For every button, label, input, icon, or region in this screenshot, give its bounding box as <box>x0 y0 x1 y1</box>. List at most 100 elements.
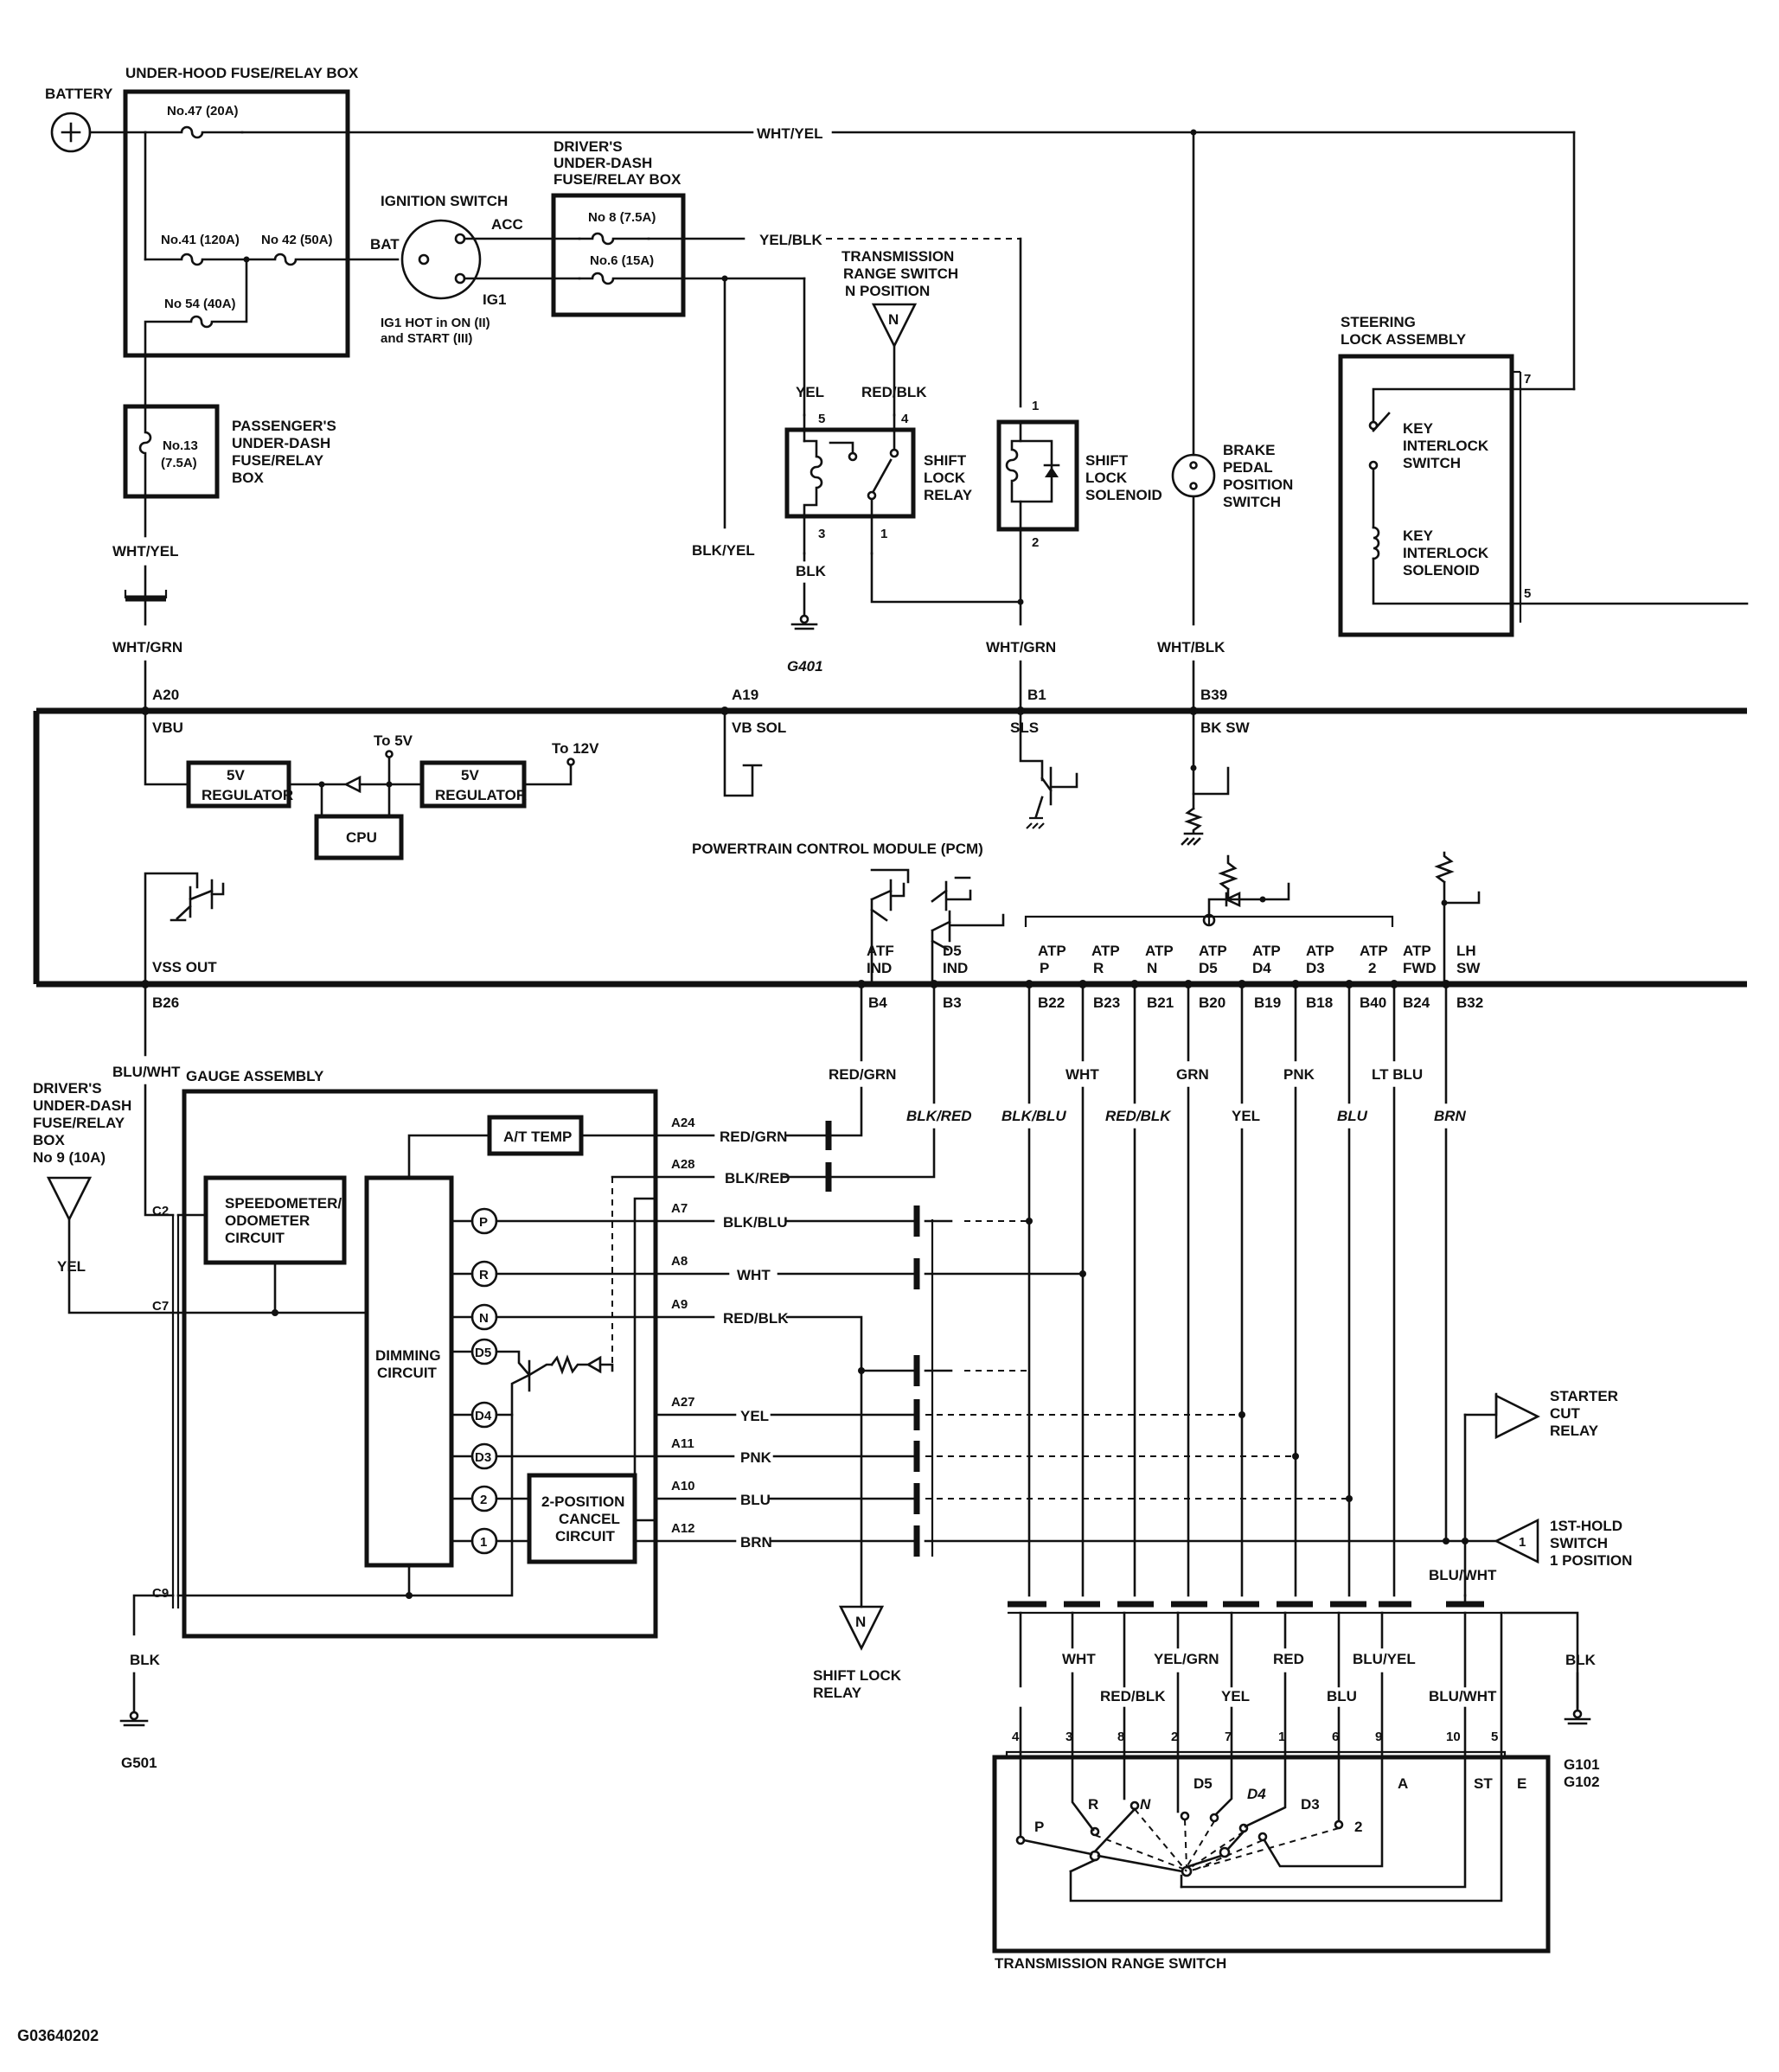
trs-contact-p: P <box>1034 1819 1044 1835</box>
shift-lock-solenoid-label-3: SOLENOID <box>1085 487 1162 503</box>
pin-b24: B24 <box>1403 994 1430 1011</box>
trs-contact-d4: D4 <box>1247 1786 1266 1802</box>
trs-n-position-connector: TRANSMISSION RANGE SWITCH N POSITION N <box>842 248 958 417</box>
indicator-d3: D3 <box>475 1450 491 1465</box>
pin-b1: B1 <box>1027 687 1046 703</box>
trs-pin-4: 4 <box>1012 1730 1020 1744</box>
trs-contact-st: ST <box>1474 1775 1493 1792</box>
fuse-41-label: No.41 (120A) <box>161 233 240 247</box>
speedometer-label-2: ODOMETER <box>225 1212 310 1229</box>
pin-b18: B18 <box>1306 994 1333 1011</box>
shift-lock-relay-n-symbol: N <box>855 1614 866 1630</box>
gauge-pin-a28: A28 <box>671 1157 695 1172</box>
trs-n-label-3: N POSITION <box>845 283 930 299</box>
wire-wht-blk: WHT/BLK <box>1157 639 1225 655</box>
pin-b26: B26 <box>152 994 179 1011</box>
wire-lt-blu-pcm: LT BLU <box>1372 1066 1423 1083</box>
ground-g101-icon <box>1564 1709 1591 1725</box>
shift-lock-relay: YEL RED/BLK 5 4 3 1 SHIFT LOCK RELAY <box>784 384 973 555</box>
key-interlock-solenoid-2: INTERLOCK <box>1403 545 1489 561</box>
first-hold-label-3: 1 POSITION <box>1550 1552 1632 1569</box>
shift-lock-relay-b-label-1: SHIFT LOCK <box>813 1667 902 1684</box>
pin-b40: B40 <box>1360 994 1386 1011</box>
pin-b23: B23 <box>1093 994 1120 1011</box>
speedometer-label-1: SPEEDOMETER/ <box>225 1195 342 1212</box>
key-interlock-switch-3: SWITCH <box>1403 455 1461 471</box>
fuse-8-label: No 8 (7.5A) <box>588 210 656 225</box>
drivers-fuse-relay-box: DRIVER'S UNDER-DASH FUSE/RELAY BOX No 8 … <box>551 138 726 317</box>
indicator-r: R <box>479 1268 489 1282</box>
indicator-1: 1 <box>480 1535 487 1550</box>
wire-red-blk-trs: RED/BLK <box>1100 1688 1166 1704</box>
gauge-pin-c9: C9 <box>152 1586 169 1601</box>
fuse-13-amp: (7.5A) <box>161 456 197 470</box>
ignition-acc-label: ACC <box>491 216 523 233</box>
indicator-d4: D4 <box>475 1409 492 1423</box>
dimming-label-2: CIRCUIT <box>377 1365 438 1381</box>
wire-blk-blu-pcm: BLK/BLU <box>1001 1108 1066 1124</box>
dimming-label-1: DIMMING <box>375 1347 441 1364</box>
wire-blk-g501: BLK <box>130 1652 161 1668</box>
gauge-pin-c2: C2 <box>152 1204 169 1218</box>
battery-label: BATTERY <box>45 86 113 102</box>
wire-blu-yel-trs: BLU/YEL <box>1353 1651 1416 1667</box>
pin-b4: B4 <box>868 994 887 1011</box>
first-hold-label-2: SWITCH <box>1550 1535 1608 1551</box>
pcm-vbu-label: VBU <box>152 719 183 736</box>
first-hold-symbol: 1 <box>1519 1535 1526 1550</box>
shift-lock-relay-label-1: SHIFT <box>924 452 967 469</box>
figure-id: G03640202 <box>17 2027 99 2044</box>
wire-red-blk-relay: RED/BLK <box>861 384 927 400</box>
wire-blu-wht-vss: BLU/WHT <box>112 1064 181 1080</box>
passenger-box-label-4: BOX <box>232 470 265 486</box>
to-12v-label: To 12V <box>552 740 599 757</box>
steering-pin-7: 7 <box>1524 372 1531 387</box>
wire-wht-grn-vbu: WHT/GRN <box>112 639 182 655</box>
shift-lock-relay-label-3: RELAY <box>924 487 973 503</box>
wire-blk-yel: BLK/YEL <box>692 542 755 559</box>
connector-row <box>1008 1601 1505 1615</box>
steering-lock-assembly: STEERING LOCK ASSEMBLY 7 5 KEY INTERLOCK… <box>1338 314 1531 637</box>
wire-yel-trs: YEL <box>1221 1688 1250 1704</box>
battery: BATTERY <box>45 86 113 153</box>
relay-pin-1: 1 <box>880 527 887 541</box>
first-hold-label-1: 1ST-HOLD <box>1550 1518 1622 1534</box>
fuse-47-label: No.47 (20A) <box>167 104 239 118</box>
shift-lock-solenoid-label-1: SHIFT <box>1085 452 1129 469</box>
trs-n-symbol: N <box>888 311 899 328</box>
indicator-2: 2 <box>480 1493 487 1507</box>
drivers-box9-label-2: UNDER-DASH <box>33 1097 131 1114</box>
key-interlock-solenoid-1: KEY <box>1403 528 1434 544</box>
cancel-label-1: 2-POSITION <box>541 1493 624 1510</box>
wire-red-blk-gauge: RED/BLK <box>723 1310 789 1327</box>
wire-wht-trs: WHT <box>1062 1651 1096 1667</box>
wire-yel-gauge: YEL <box>740 1408 769 1424</box>
wire-blk-red-gauge: BLK/RED <box>725 1170 790 1186</box>
trs-contact-d5: D5 <box>1193 1775 1213 1792</box>
pcm-atp-fwd-top: ATP <box>1403 943 1431 959</box>
pcm-atp-2-top: ATP <box>1360 943 1388 959</box>
drivers-box9-label-3: FUSE/RELAY <box>33 1115 125 1131</box>
drivers-box9-label-1: DRIVER'S <box>33 1080 102 1097</box>
wire-red-trs: RED <box>1273 1651 1304 1667</box>
ignition-bat-label: BAT <box>370 236 400 253</box>
gauge-pin-a24: A24 <box>671 1116 695 1130</box>
shift-lock-solenoid: 1 2 SHIFT LOCK SOLENOID <box>996 399 1162 550</box>
relay-pin-3: 3 <box>818 527 825 541</box>
wire-wht-gauge: WHT <box>737 1267 771 1283</box>
gauge-pin-a10: A10 <box>671 1479 695 1493</box>
pcm-atp-2: 2 <box>1368 960 1376 976</box>
wire-yel-grn-trs: YEL/GRN <box>1154 1651 1219 1667</box>
pin-b21: B21 <box>1147 994 1174 1011</box>
ground-g501-icon <box>119 1711 149 1727</box>
pin-b32: B32 <box>1456 994 1483 1011</box>
steering-lock-label-2: LOCK ASSEMBLY <box>1341 331 1467 348</box>
cancel-label-3: CIRCUIT <box>555 1528 616 1544</box>
ground-g501-label: G501 <box>121 1755 157 1771</box>
underhood-fuse-relay-box: UNDER-HOOD FUSE/RELAY BOX No.47 (20A) No… <box>123 65 400 408</box>
brake-switch-label-2: PEDAL <box>1223 459 1273 476</box>
pcm-atp-r: R <box>1093 960 1104 976</box>
gauge-pin-c7: C7 <box>152 1299 169 1314</box>
wire-blu-wht-trs: BLU/WHT <box>1429 1688 1497 1704</box>
